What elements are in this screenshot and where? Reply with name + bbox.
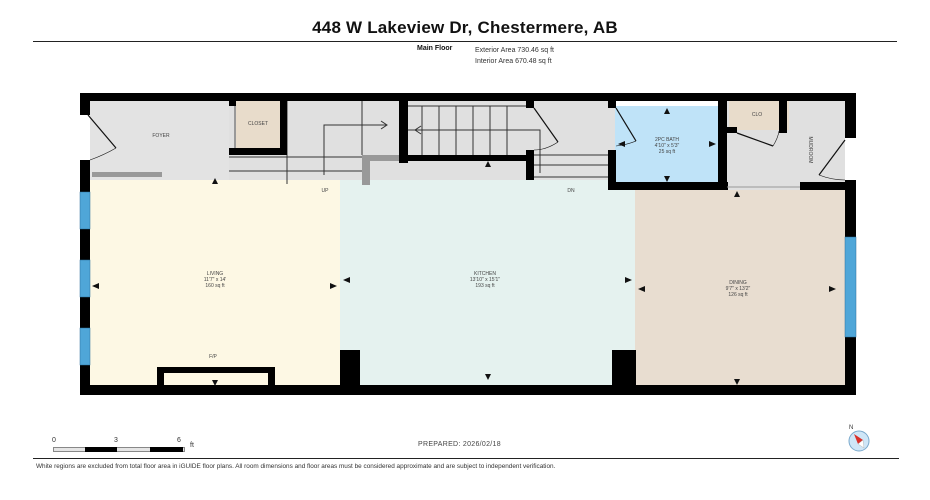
room-name: LIVING [206,271,224,277]
room-bath: 2PC BATH 4'10" x 5'3" 25 sq ft [655,137,680,155]
stairs-up [229,100,388,184]
room-area: 25 sq ft [658,149,676,155]
title-divider [33,41,897,42]
footer-divider [33,458,899,459]
scale-seg-2 [150,447,183,452]
dimension-markers [92,108,836,386]
scale-tick-3: 3 [114,437,118,444]
closet-fill-top [236,100,280,150]
room-clo: CLO [752,112,762,118]
room-dims: 11'7" x 14' [203,277,227,283]
room-name: MUDROOM [807,136,813,164]
page-title: 448 W Lakeview Dr, Chestermere, AB [312,18,618,37]
kitchen-fill [340,180,635,385]
room-area: 126 sq ft [728,292,748,298]
room-dims: 9'7" x 13'2" [725,286,751,292]
room-name: FOYER [152,133,170,139]
scale-track [53,447,185,452]
room-name: DINING [729,280,747,286]
room-name: CLOSET [247,121,269,127]
bath-fill [615,106,719,184]
room-closet: CLOSET [248,121,268,127]
room-area: 160 sq ft [205,283,225,289]
foyer-fill [90,100,230,180]
living-fill [90,180,340,385]
room-kitchen: KITCHEN 13'10" x 15'1" 193 sq ft [470,271,500,289]
room-living: LIVING 11'7" x 14' 160 sq ft [204,271,227,289]
room-dims: 13'10" x 15'1" [469,277,501,283]
windows [79,191,857,366]
stairs-dn-label: DN [567,188,575,194]
doors [87,107,846,181]
room-dining: DINING 9'7" x 13'2" 126 sq ft [726,280,751,298]
area-summary: Exterior Area 730.46 sq ft Interior Area… [475,45,554,67]
room-dims: 4'10" x 5'3" [654,143,680,149]
room-name: KITCHEN [474,271,496,277]
stairs-dn [405,105,612,178]
dining-fill [635,190,845,385]
fireplace-label: F/P [209,354,217,360]
compass-n: N [849,425,853,431]
room-foyer: FOYER [152,133,169,139]
scale-tick-0: 0 [52,437,56,444]
prepared-date: PREPARED: 2026/02/18 [418,441,501,448]
disclaimer: White regions are excluded from total fl… [36,463,556,470]
room-area: 193 sq ft [475,283,495,289]
exterior-area: Exterior Area 730.46 sq ft [475,47,554,54]
scale-bar: 0 3 6 ft [50,437,210,457]
scale-unit: ft [190,442,194,449]
stairs-up-label: UP [321,188,329,194]
compass-icon: N [843,422,875,454]
room-name: CLO [751,112,763,118]
room-mudroom: MUDROOM [807,137,813,164]
floor-name: Main Floor [417,45,453,52]
interior-area: Interior Area 670.48 sq ft [475,58,552,65]
scale-seg-1 [85,447,117,452]
foyer-bench [92,172,162,177]
room-name: 2PC BATH [654,137,680,143]
scale-tick-6: 6 [177,437,181,444]
